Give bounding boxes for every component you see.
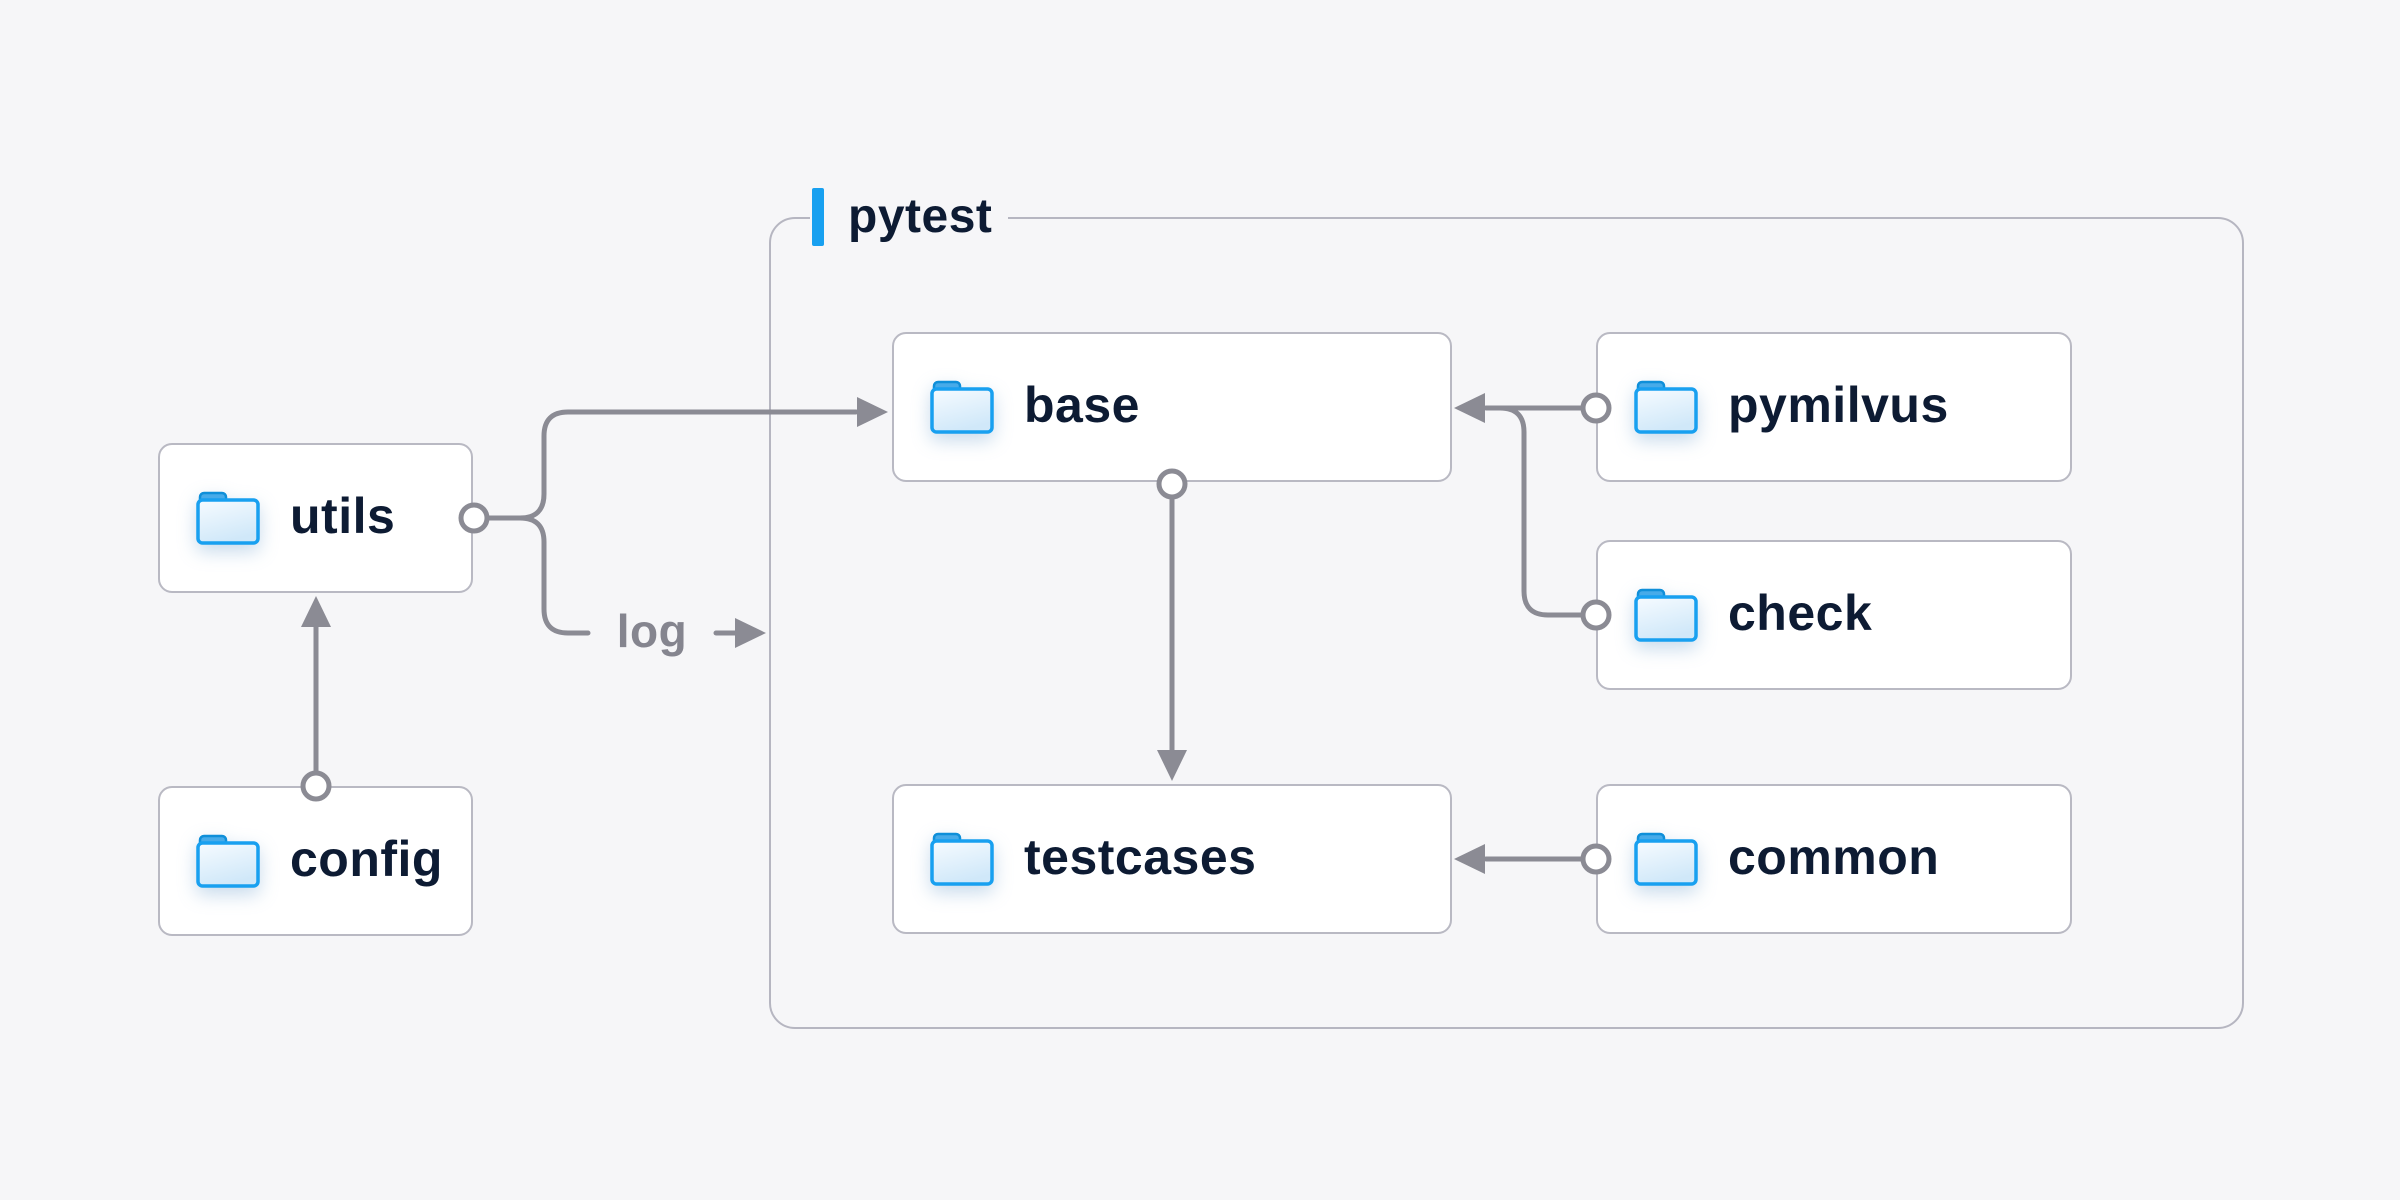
node-utils: utils bbox=[158, 443, 473, 593]
pytest-accent-bar-icon bbox=[812, 188, 824, 246]
node-testcases-label: testcases bbox=[1024, 829, 1257, 885]
node-base: base bbox=[892, 332, 1452, 482]
folder-icon bbox=[1634, 588, 1698, 642]
pytest-container-title: pytest bbox=[848, 190, 993, 243]
folder-icon bbox=[1634, 832, 1698, 886]
pytest-container bbox=[769, 217, 2244, 1029]
arrowhead-log bbox=[735, 618, 766, 648]
folder-icon bbox=[1634, 380, 1698, 434]
node-common: common bbox=[1596, 784, 2072, 934]
node-config: config bbox=[158, 786, 473, 936]
folder-icon bbox=[930, 832, 994, 886]
node-config-label: config bbox=[290, 831, 443, 887]
edge-utils-log bbox=[484, 515, 591, 636]
pytest-container-label: pytest bbox=[810, 186, 1009, 248]
log-edge-label: log bbox=[616, 605, 688, 657]
folder-icon bbox=[930, 380, 994, 434]
folder-icon bbox=[196, 834, 260, 888]
node-check: check bbox=[1596, 540, 2072, 690]
node-utils-label: utils bbox=[290, 488, 396, 544]
arrowhead-into-utils bbox=[301, 596, 331, 627]
node-base-label: base bbox=[1024, 377, 1140, 433]
node-pymilvus: pymilvus bbox=[1596, 332, 2072, 482]
node-check-label: check bbox=[1728, 585, 1873, 641]
node-common-label: common bbox=[1728, 829, 1940, 885]
folder-icon bbox=[196, 491, 260, 545]
node-testcases: testcases bbox=[892, 784, 1452, 934]
node-pymilvus-label: pymilvus bbox=[1728, 377, 1949, 433]
